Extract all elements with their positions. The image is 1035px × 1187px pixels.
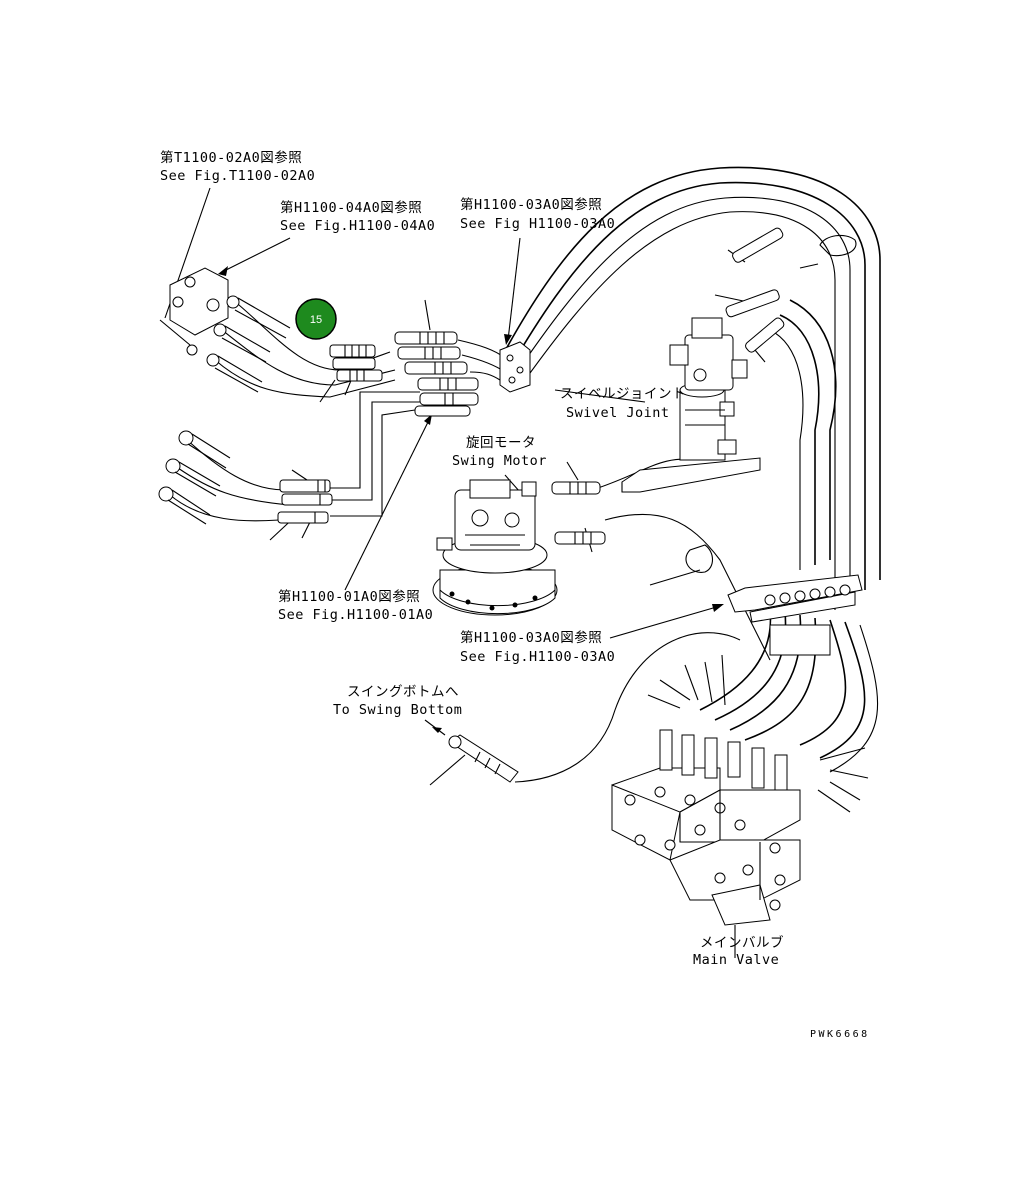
swivel-joint [621,317,761,493]
drawing-code: PWK6668 [810,1029,870,1040]
upper-left-fittings [206,295,291,393]
label-h1100-03a0-top-en: See Fig H1100-03A0 [460,216,615,232]
swing-motor [432,479,558,616]
fittings-callout-15 [329,344,383,382]
block-t1100 [159,267,229,356]
label-swing-motor-en: Swing Motor [452,453,547,469]
label-main-valve-en: Main Valve [693,952,779,968]
label-h1100-01a0-en: See Fig.H1100-01A0 [278,607,433,623]
label-swing-bottom-en: To Swing Bottom [333,702,462,718]
callout-15-number[interactable]: 15 [310,314,322,326]
swing-bottom-fitting [448,734,519,783]
main-valve [611,729,801,926]
callout-15[interactable]: 15 [295,298,337,340]
label-t1100-02a0-jp: 第T1100-02A0図参照 [160,149,302,166]
middle-hose-bank [394,331,479,417]
label-h1100-03a0-mid-en: See Fig.H1100-03A0 [460,649,615,665]
leader-lines [164,187,869,958]
label-h1100-01a0-jp: 第H1100-01A0図参照 [278,588,420,605]
callout-15-circle[interactable] [295,298,337,340]
label-swing-bottom-jp: スイングボトムへ [347,684,459,700]
lower-left-fittings [158,430,333,525]
connector-block [499,341,531,393]
label-h1100-03a0-mid-jp: 第H1100-03A0図参照 [460,629,602,646]
label-swing-motor-jp: 旋回モータ [466,435,536,451]
label-main-valve-jp: メインバルブ [700,934,784,951]
text-labels: 第T1100-02A0図参照 See Fig.T1100-02A0 第H1100… [160,149,870,1040]
hose-fittings [158,227,785,545]
label-h1100-04a0-en: See Fig.H1100-04A0 [280,218,435,234]
label-h1100-04a0-jp: 第H1100-04A0図参照 [280,199,422,216]
hose-routes [169,166,881,783]
swing-motor-fittings [551,481,606,545]
label-h1100-03a0-top-jp: 第H1100-03A0図参照 [460,196,602,213]
swivel-fittings [725,227,785,353]
label-swivel-joint-jp: スイベルジョイント [560,386,686,402]
label-swivel-joint-en: Swivel Joint [566,405,670,421]
label-t1100-02a0-en: See Fig.T1100-02A0 [160,168,315,184]
hose-bracket [727,574,863,656]
